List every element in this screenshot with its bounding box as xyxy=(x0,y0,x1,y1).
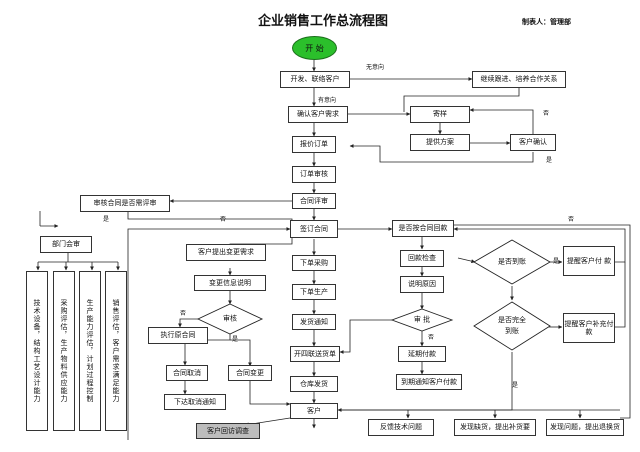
visit-box: 客户回访调查 xyxy=(196,423,260,439)
problem-box: 发现问题，提出退换货 xyxy=(546,419,624,436)
procure-capability-box: 采购评估，生产物料供应能力 xyxy=(53,271,75,431)
no-label-2: 否 xyxy=(220,216,227,223)
explain-box: 说明原因 xyxy=(400,276,444,293)
arrived-decision-label: 是否到账 xyxy=(498,257,526,266)
delay-box: 延期付款 xyxy=(398,346,446,362)
change-box: 合同变更 xyxy=(228,365,272,381)
change-info-box: 变更信息说明 xyxy=(194,275,266,291)
no-label-4: 否 xyxy=(180,310,187,317)
sales-capability-box: 销售评估，客户需求满足能力 xyxy=(105,271,127,431)
contract-review-box: 合同评审 xyxy=(292,193,336,209)
plan-box: 提供方案 xyxy=(410,134,470,151)
customer-confirm-box: 客户确认 xyxy=(510,134,556,151)
yes-label-2: 是 xyxy=(103,216,110,223)
cancel-box: 合同取消 xyxy=(166,365,208,381)
sign-box: 签订合同 xyxy=(290,220,338,238)
develop-box: 开发、联络客户 xyxy=(280,71,350,88)
warehouse-box: 仓库发货 xyxy=(290,376,338,392)
change-request-box: 客户提出变更需求 xyxy=(186,244,266,261)
notify-late-box: 到期通知客户付款 xyxy=(396,374,462,390)
notice-cancel-box: 下达取消通知 xyxy=(164,394,226,410)
order-review-box: 订单审核 xyxy=(292,166,336,183)
no-label: 否 xyxy=(543,110,550,117)
tech-capability-box: 技术设备，结构工艺设计能力 xyxy=(26,271,48,431)
yes-label-3: 是 xyxy=(232,336,239,343)
page-title: 企业销售工作总流程图 xyxy=(258,14,389,29)
no-label-5: 否 xyxy=(428,334,435,341)
production-capability-box: 生产能力评估，计划过程控制 xyxy=(79,271,101,431)
review-decision xyxy=(196,303,264,335)
joint-sheet-box: 开四联送货单 xyxy=(290,346,340,362)
customer-box: 客户 xyxy=(290,403,338,419)
no-label-3: 否 xyxy=(568,216,575,223)
approve-decision-label: 审 批 xyxy=(413,315,431,324)
yes-label-5: 是 xyxy=(512,382,519,389)
send-sample-box: 寄样 xyxy=(410,106,470,123)
remind-fill-box: 提醒客户补充付款 xyxy=(563,313,615,343)
author-label: 制表人：管理部 xyxy=(522,18,571,26)
complete-decision xyxy=(473,301,551,351)
payment-check-box: 回款检查 xyxy=(400,250,444,267)
tech-issue-box: 反馈技术问题 xyxy=(368,419,434,436)
remind-pay-box: 提醒客户付 款 xyxy=(563,246,615,276)
yes-label-4: 是 xyxy=(553,258,560,265)
start-node: 开 始 xyxy=(292,36,337,60)
produce-box: 下单生产 xyxy=(292,284,336,300)
arrived-decision xyxy=(473,239,551,285)
short-supply-box: 发现缺货，提出补货要 xyxy=(454,419,536,436)
follow-box: 继续跟进、培养合作关系 xyxy=(472,71,566,88)
purchase-box: 下单采购 xyxy=(292,255,336,271)
execute-box: 执行原合同 xyxy=(148,327,208,344)
check-contract-box: 审核合同是否需评审 xyxy=(80,195,170,212)
quote-box: 报价订单 xyxy=(292,136,336,153)
yes-label: 是 xyxy=(546,157,553,164)
approve-decision xyxy=(390,308,454,332)
ship-notice-box: 发货通知 xyxy=(292,314,336,330)
intent-label: 有意向 xyxy=(318,97,337,104)
confirm-needs-box: 确认客户需求 xyxy=(288,106,348,123)
complete-decision-label: 是否完全到账 xyxy=(498,316,526,335)
no-intent-label: 无意向 xyxy=(366,64,385,71)
review-decision-label: 审核 xyxy=(223,314,237,323)
has-payment-box: 是否按合同回款 xyxy=(392,220,454,237)
dept-meeting-box: 部门会审 xyxy=(40,236,92,253)
